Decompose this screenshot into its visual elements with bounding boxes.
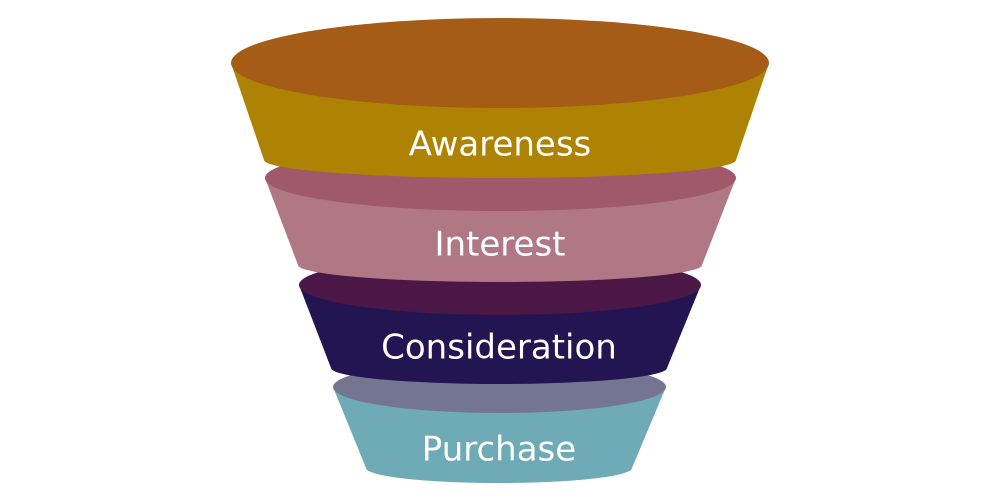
stage-consideration-label: Consideration [381,328,617,368]
stage-interest-label: Interest [434,225,565,265]
stage-purchase-body [333,387,666,483]
stage-awareness-top [231,18,769,108]
stage-purchase-label: Purchase [422,430,576,470]
stage-awareness-label: Awareness [409,125,592,165]
stage-awareness: Awareness [231,18,769,178]
